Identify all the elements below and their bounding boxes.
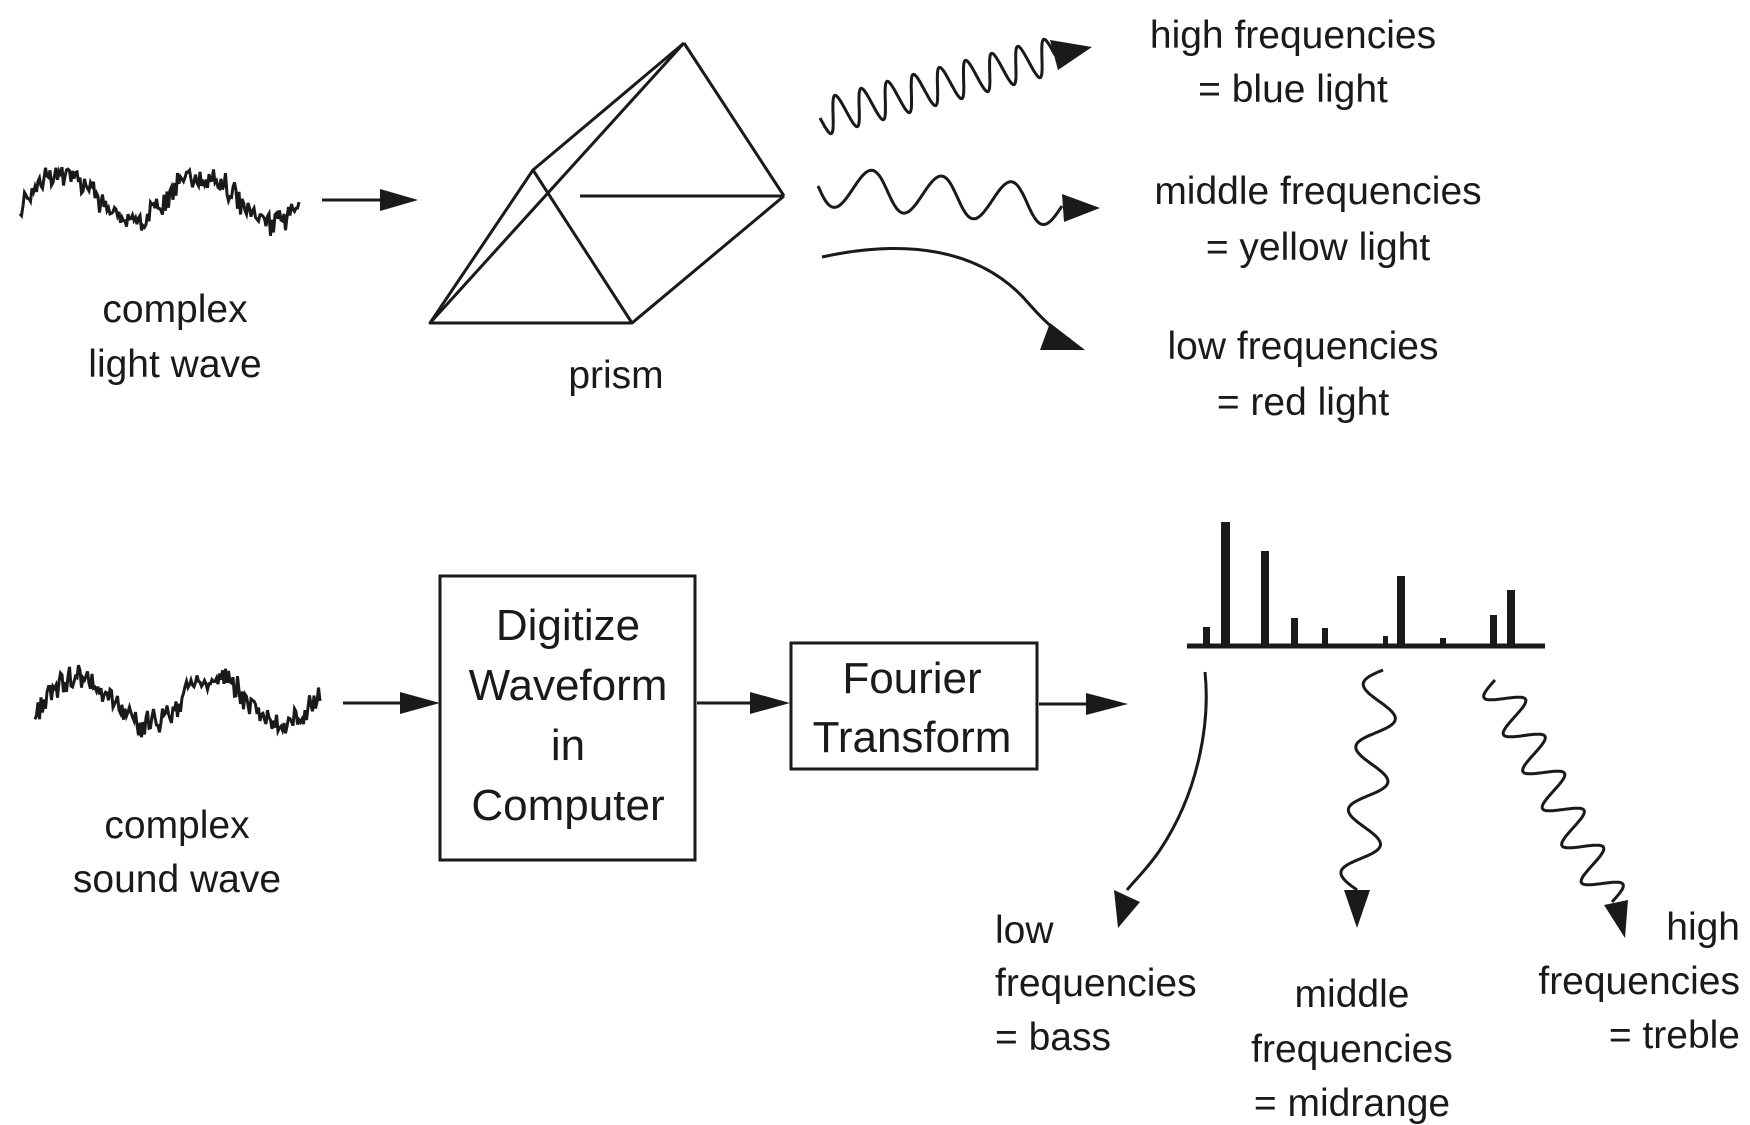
fourier-transform-box: [789, 641, 1039, 771]
high-frequency-wave-arrow: [818, 37, 1057, 136]
prism-icon: [428, 41, 786, 325]
bass-label-line2: frequencies: [995, 962, 1197, 1005]
low-frequency-arrowhead: [1040, 323, 1085, 350]
complex-light-wave-icon: [18, 165, 301, 236]
arrow-digitize-to-fourier: [697, 692, 790, 714]
spectrum-peak: [1203, 627, 1210, 646]
light-wave-label-line2: light wave: [88, 343, 261, 386]
digitize-box-line1: Digitize: [496, 601, 640, 650]
digitize-box-line2: Waveform: [469, 661, 668, 710]
spectrum-peak: [1490, 615, 1497, 646]
arrow-wave-to-prism: [322, 189, 418, 211]
spectrum-peak: [1291, 618, 1298, 646]
frequency-spectrum-icon: [1187, 522, 1545, 649]
arrow-fourier-to-spectrum: [1039, 693, 1128, 715]
arrow-wave-to-digitize: [343, 692, 440, 714]
light-high-line1: high frequencies: [1150, 14, 1436, 57]
midrange-label-line3: = midrange: [1254, 1082, 1450, 1125]
midrange-label-line2: frequencies: [1251, 1028, 1453, 1071]
spectrum-peak: [1507, 590, 1515, 646]
high-frequency-arrowhead: [1050, 40, 1092, 70]
sound-wave-label-line1: complex: [104, 804, 250, 847]
light-section: complex light wave prism high frequencie…: [18, 14, 1482, 424]
light-low-line2: = red light: [1217, 381, 1390, 424]
spectrum-peak: [1397, 576, 1405, 646]
light-mid-line1: middle frequencies: [1154, 170, 1481, 213]
treble-wave-arrow: [1482, 678, 1625, 904]
light-wave-label-line1: complex: [102, 288, 248, 331]
light-mid-line2: = yellow light: [1206, 226, 1431, 269]
spectrum-peak: [1322, 628, 1328, 646]
bass-arrow: [1125, 671, 1208, 891]
midrange-wave-arrow: [1339, 668, 1397, 892]
treble-label-line3: = treble: [1609, 1014, 1740, 1057]
middle-frequency-wave-arrow: [816, 168, 1064, 226]
low-frequency-wave-arrow: [821, 247, 1071, 342]
light-low-line1: low frequencies: [1168, 325, 1439, 368]
light-high-line2: = blue light: [1198, 68, 1388, 111]
spectrum-peak: [1221, 522, 1230, 646]
digitize-box-line3: in: [551, 721, 585, 770]
sound-section: complex sound wave Digitize Waveform in …: [33, 522, 1740, 1125]
spectrum-peak: [1383, 636, 1388, 646]
treble-label-line2: frequencies: [1538, 960, 1740, 1003]
sound-wave-label-line2: sound wave: [73, 858, 281, 901]
spectrum-peak: [1261, 551, 1269, 646]
fourier-box-line2: Transform: [813, 713, 1012, 762]
midrange-label-line1: middle: [1295, 973, 1410, 1016]
complex-sound-wave-icon: [33, 664, 322, 738]
bass-arrowhead: [1114, 890, 1140, 928]
bass-label-line1: low: [995, 909, 1054, 952]
digitize-box: [438, 574, 697, 862]
prism-label: prism: [568, 354, 663, 397]
spectrum-peak: [1440, 638, 1446, 646]
middle-frequency-arrowhead: [1062, 194, 1100, 222]
midrange-arrowhead: [1344, 890, 1370, 928]
treble-label-line1: high: [1666, 906, 1740, 949]
fourier-box-line1: Fourier: [842, 654, 981, 703]
treble-arrowhead: [1604, 900, 1628, 938]
bass-label-line3: = bass: [995, 1016, 1111, 1059]
digitize-box-line4: Computer: [471, 781, 664, 830]
